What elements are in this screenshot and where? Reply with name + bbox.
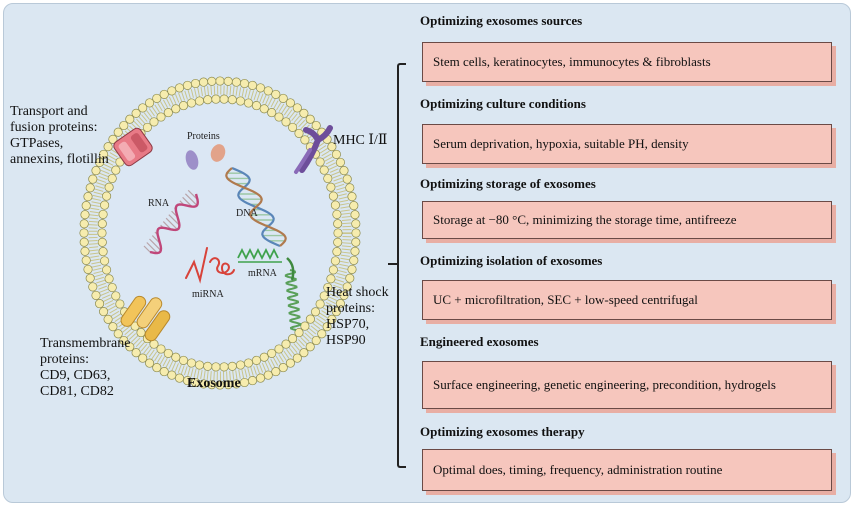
strategy-detail-engineered: Surface engineering, genetic engineering… [433, 377, 776, 392]
strategy-title-therapy: Optimizing exosomes therapy [420, 424, 585, 439]
heat-shock-protein-icon [284, 257, 302, 331]
mhc-label: MHC Ⅰ/Ⅱ [333, 133, 388, 148]
strategy-detail-sources: Stem cells, keratinocytes, immunocytes &… [433, 54, 711, 69]
rna-icon [143, 189, 200, 255]
strategy-box-therapy: Optimal does, timing, frequency, adminis… [422, 449, 832, 491]
rna-label: RNA [148, 198, 170, 209]
strategy-title-isolation: Optimizing isolation of exosomes [420, 253, 603, 268]
transmembrane-protein-icon [120, 295, 171, 342]
proteins-label: Proteins [187, 131, 220, 142]
mirna-label: miRNA [192, 289, 224, 300]
strategy-title-culture: Optimizing culture conditions [420, 96, 586, 111]
strategy-detail-isolation: UC + microfiltration, SEC + low-speed ce… [433, 292, 698, 307]
exosome-label: Exosome [187, 376, 241, 391]
dna-label: DNA [236, 208, 258, 219]
mirna-icon [185, 247, 235, 284]
dna-icon [225, 166, 287, 248]
strategy-title-engineered: Engineered exosomes [420, 334, 539, 349]
transmembrane-proteins-label: Transmembrane proteins: CD9, CD63, CD81,… [40, 336, 131, 399]
transport-proteins-label: Transport and fusion proteins: GTPases, … [10, 104, 109, 167]
mrna-label: mRNA [248, 268, 278, 279]
mrna-icon [237, 247, 282, 263]
grouping-brace-tip [388, 263, 397, 265]
grouping-brace [397, 63, 406, 468]
strategy-title-sources: Optimizing exosomes sources [420, 13, 583, 28]
strategy-title-storage: Optimizing storage of exosomes [420, 176, 596, 191]
protein-icon [185, 144, 226, 170]
strategy-box-culture: Serum deprivation, hypoxia, suitable PH,… [422, 124, 832, 164]
strategy-detail-storage: Storage at −80 °C, minimizing the storag… [433, 212, 737, 227]
mhc-protein-icon [294, 125, 333, 174]
strategy-box-storage: Storage at −80 °C, minimizing the storag… [422, 201, 832, 239]
strategy-box-sources: Stem cells, keratinocytes, immunocytes &… [422, 42, 832, 82]
strategy-detail-culture: Serum deprivation, hypoxia, suitable PH,… [433, 136, 689, 151]
lipid-bilayer [79, 76, 361, 390]
strategy-box-engineered: Surface engineering, genetic engineering… [422, 361, 832, 409]
strategy-detail-therapy: Optimal does, timing, frequency, adminis… [433, 462, 723, 477]
strategy-box-isolation: UC + microfiltration, SEC + low-speed ce… [422, 280, 832, 320]
transport-protein-icon [113, 127, 153, 167]
heat-shock-proteins-label: Heat shock proteins: HSP70, HSP90 [326, 285, 389, 348]
exosome-illustration: Proteins RNA DNA miRNA mRNA [79, 76, 361, 390]
